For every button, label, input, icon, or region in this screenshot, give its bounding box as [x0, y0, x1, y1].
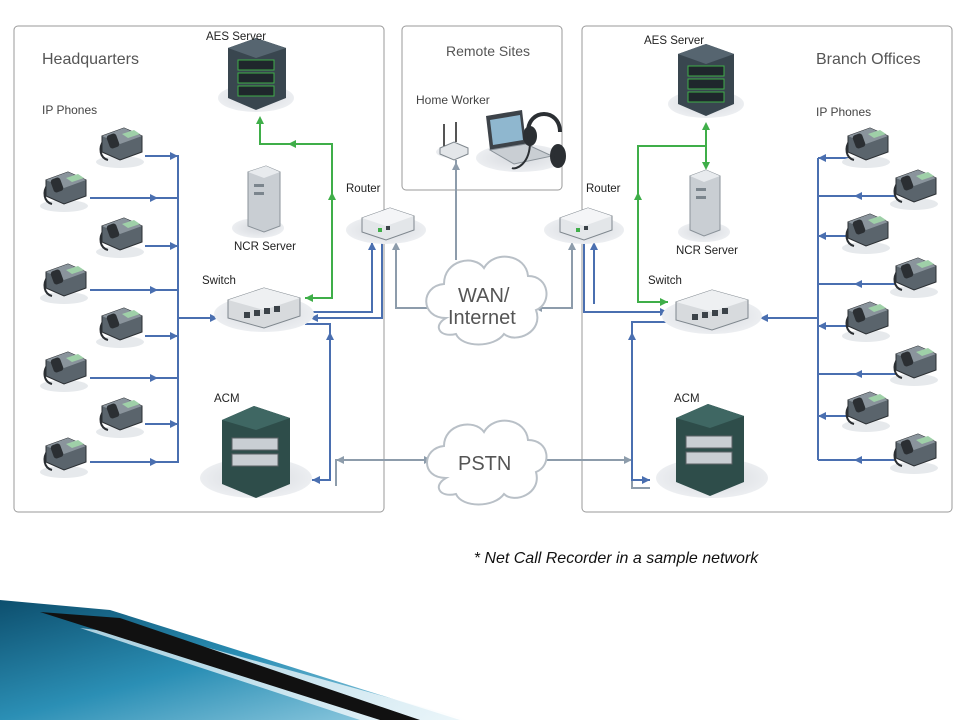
- branch-router-label: Router: [586, 183, 621, 195]
- hq-aes-label: AES Server: [206, 31, 266, 43]
- hq-router-label: Router: [346, 183, 381, 195]
- branch-acm-label: ACM: [674, 393, 700, 405]
- remote-title: Remote Sites: [446, 43, 530, 59]
- hq-acm-icon: [222, 406, 290, 498]
- branch-ncr-label: NCR Server: [676, 245, 738, 257]
- branch-switch-icon: [675, 289, 749, 331]
- branch-phones-label: IP Phones: [816, 105, 871, 119]
- hq-green-arrows: [256, 116, 336, 302]
- laptop-icon: [486, 110, 554, 165]
- branch-aes-label: AES Server: [644, 35, 704, 47]
- branch-title: Branch Offices: [816, 51, 921, 68]
- hq-switch-label: Switch: [202, 275, 236, 287]
- wireless-access-point-icon: [439, 122, 469, 161]
- branch-router-icon: [559, 207, 613, 241]
- wan-internet-cloud-icon: [425, 255, 548, 346]
- hq-acm-label: ACM: [214, 393, 240, 405]
- hq-aes-server-icon: [228, 38, 286, 110]
- panel-headquarters: [13, 25, 385, 513]
- hq-phones-label: IP Phones: [42, 103, 97, 117]
- hq-ncr-server-icon: [247, 165, 281, 233]
- hq-switch-icon: [227, 287, 301, 329]
- pstn-cloud-icon: [426, 419, 548, 506]
- hq-core-links: [305, 242, 383, 481]
- branch-phone-arrows: [760, 154, 862, 464]
- hq-green-links: [259, 118, 333, 299]
- hq-ncr-label: NCR Server: [234, 241, 296, 253]
- footer-swoosh: [0, 600, 470, 720]
- branch-aes-server-icon: [678, 44, 734, 116]
- hq-router-icon: [361, 207, 415, 241]
- home-worker-label: Home Worker: [416, 93, 490, 107]
- hq-core-arrows: [310, 242, 376, 484]
- branch-switch-label: Switch: [648, 275, 682, 287]
- branch-acm-icon: [676, 404, 744, 496]
- hq-title: Headquarters: [42, 51, 139, 68]
- branch-green-arrows: [634, 122, 710, 306]
- headset-icon: [511, 112, 566, 170]
- wan-label-line2: Internet: [448, 307, 516, 329]
- figure-caption: * Net Call Recorder in a sample network: [473, 550, 759, 567]
- hq-phone-arrows: [150, 152, 218, 466]
- wan-label-line1: WAN/: [458, 285, 510, 307]
- branch-core-links: [583, 242, 668, 481]
- branch-ncr-server-icon: [689, 169, 721, 237]
- pstn-label: PSTN: [458, 453, 511, 475]
